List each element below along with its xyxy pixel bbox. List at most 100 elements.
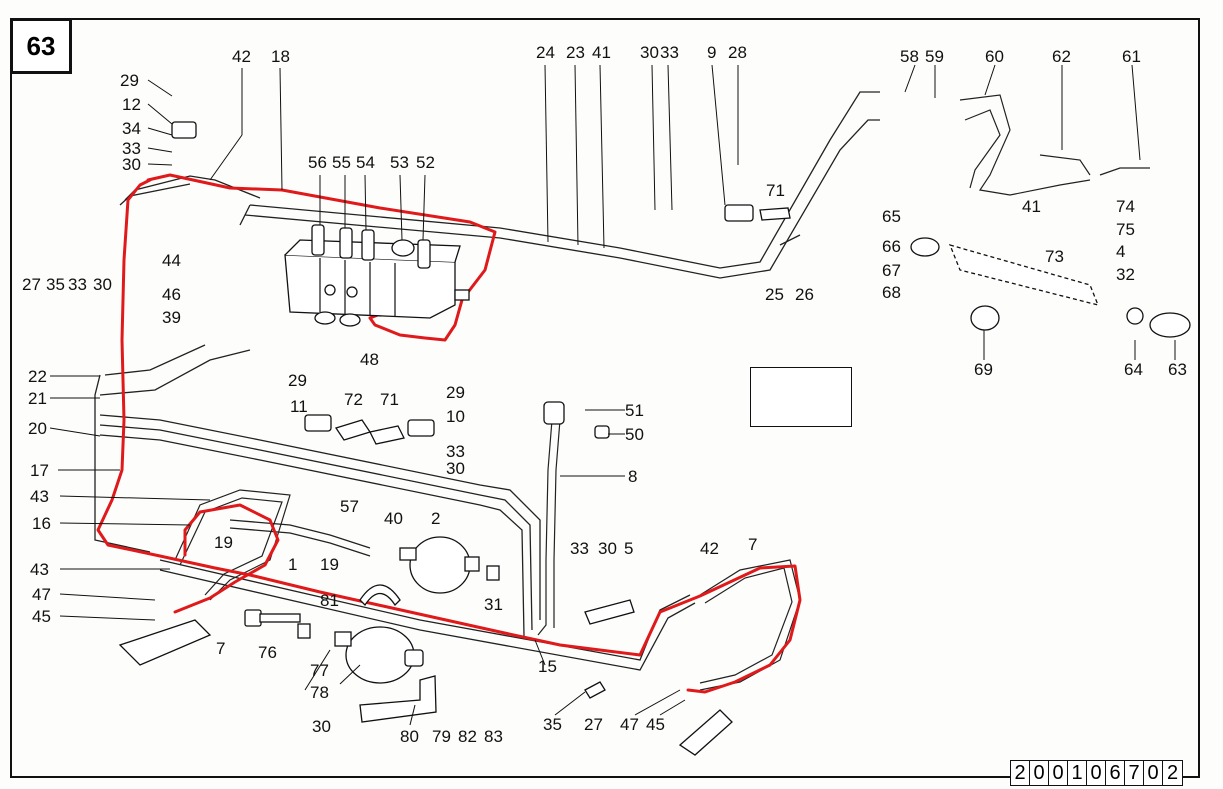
callout-12: 12 bbox=[122, 95, 141, 114]
callout-76: 76 bbox=[258, 643, 277, 662]
callout-33: 33 bbox=[122, 139, 141, 158]
callout-labels: 29 12 34 33 30 42 18 56 55 54 53 52 24 2… bbox=[22, 43, 1187, 746]
callout-45: 45 bbox=[32, 607, 51, 626]
doc-digit: 0 bbox=[1087, 761, 1106, 785]
callout-61: 61 bbox=[1122, 47, 1141, 66]
doc-digit: 2 bbox=[1166, 762, 1179, 784]
parts bbox=[118, 121, 1191, 756]
callout-39: 39 bbox=[162, 308, 181, 327]
callout-52: 52 bbox=[416, 153, 435, 172]
callout-29: 29 bbox=[120, 71, 139, 90]
callout-15: 15 bbox=[538, 657, 557, 676]
callout-19: 19 bbox=[214, 533, 233, 552]
pipe-runs bbox=[94, 91, 1150, 691]
callout-83: 83 bbox=[484, 727, 503, 746]
callout-77: 77 bbox=[310, 661, 329, 680]
document-number: 2 0 0 1 0 6 7 0 2 bbox=[1010, 760, 1183, 786]
callout-68: 68 bbox=[882, 283, 901, 302]
callout-74: 74 bbox=[1116, 197, 1135, 216]
callout-41: 41 bbox=[1022, 197, 1041, 216]
diagram-frame bbox=[10, 18, 1200, 778]
callout-73: 73 bbox=[1045, 247, 1064, 266]
callout-44: 44 bbox=[162, 251, 181, 270]
callout-23: 23 bbox=[566, 43, 585, 62]
callout-26: 26 bbox=[795, 285, 814, 304]
callout-43: 43 bbox=[30, 560, 49, 579]
callout-30: 30 bbox=[312, 717, 331, 736]
callout-42: 42 bbox=[700, 539, 719, 558]
callout-60: 60 bbox=[985, 47, 1004, 66]
callout-71: 71 bbox=[380, 390, 399, 409]
callout-45: 45 bbox=[646, 715, 665, 734]
nut-variants-inset-box bbox=[750, 367, 852, 427]
callout-30: 30 bbox=[640, 43, 659, 62]
callout-11: 11 bbox=[290, 397, 308, 416]
callout-35: 35 bbox=[543, 715, 562, 734]
callout-29: 29 bbox=[446, 383, 465, 402]
control-valve-block bbox=[284, 224, 470, 327]
callout-20: 20 bbox=[28, 419, 47, 438]
callout-8: 8 bbox=[628, 467, 637, 486]
callout-24: 24 bbox=[536, 43, 555, 62]
callout-2: 2 bbox=[431, 509, 440, 528]
callout-33: 33 bbox=[660, 43, 679, 62]
callout-79: 79 bbox=[432, 727, 451, 746]
doc-digit: 6 bbox=[1106, 761, 1125, 785]
callout-18: 18 bbox=[271, 47, 290, 66]
callout-62: 62 bbox=[1052, 47, 1071, 66]
accumulator-78 bbox=[334, 584, 424, 684]
callout-19: 19 bbox=[320, 555, 339, 574]
callout-75: 75 bbox=[1116, 220, 1135, 239]
callout-4: 4 bbox=[1116, 242, 1125, 261]
hose-clamp-69 bbox=[970, 305, 1000, 331]
callout-5: 5 bbox=[624, 539, 633, 558]
callout-69: 69 bbox=[974, 360, 993, 379]
callout-9: 9 bbox=[707, 43, 716, 62]
doc-digit: 2 bbox=[1011, 761, 1030, 785]
cylinder-rod-assembly bbox=[910, 237, 1191, 338]
callout-46: 46 bbox=[162, 285, 181, 304]
callout-55: 55 bbox=[332, 153, 351, 172]
callout-81: 81 bbox=[320, 591, 339, 610]
callout-43: 43 bbox=[30, 487, 49, 506]
doc-digit: 0 bbox=[1049, 761, 1068, 785]
callout-21: 21 bbox=[28, 389, 47, 408]
callout-29: 29 bbox=[288, 371, 307, 390]
callout-7: 7 bbox=[216, 639, 225, 658]
callout-59: 59 bbox=[925, 47, 944, 66]
callout-64: 64 bbox=[1124, 360, 1143, 379]
leader-lines bbox=[49, 64, 1176, 726]
callout-78: 78 bbox=[310, 683, 329, 702]
callout-82: 82 bbox=[458, 727, 477, 746]
callout-41: 41 bbox=[592, 43, 611, 62]
callout-30: 30 bbox=[93, 275, 112, 294]
callout-33: 33 bbox=[446, 442, 465, 461]
callout-71: 71 bbox=[766, 181, 785, 200]
callout-35: 35 bbox=[46, 275, 65, 294]
callout-40: 40 bbox=[384, 509, 403, 528]
page-number-box: 63 bbox=[10, 18, 72, 74]
callout-56: 56 bbox=[308, 153, 327, 172]
callout-51: 51 bbox=[625, 401, 644, 420]
doc-digit: 1 bbox=[1068, 761, 1087, 785]
callout-67: 67 bbox=[882, 261, 901, 280]
callout-22: 22 bbox=[28, 367, 47, 386]
callout-58: 58 bbox=[900, 47, 919, 66]
callout-57: 57 bbox=[340, 497, 359, 516]
callout-30: 30 bbox=[598, 539, 617, 558]
callout-7: 7 bbox=[748, 535, 757, 554]
callout-47: 47 bbox=[32, 585, 51, 604]
callout-30: 30 bbox=[122, 155, 141, 174]
callout-54: 54 bbox=[356, 153, 375, 172]
callout-28: 28 bbox=[728, 43, 747, 62]
callout-66: 66 bbox=[882, 237, 901, 256]
callout-80: 80 bbox=[400, 727, 419, 746]
left-cylinder bbox=[118, 619, 212, 666]
callout-63: 63 bbox=[1168, 360, 1187, 379]
callout-42: 42 bbox=[232, 47, 251, 66]
callout-16: 16 bbox=[32, 514, 51, 533]
callout-25: 25 bbox=[765, 285, 784, 304]
callout-48: 48 bbox=[360, 350, 379, 369]
